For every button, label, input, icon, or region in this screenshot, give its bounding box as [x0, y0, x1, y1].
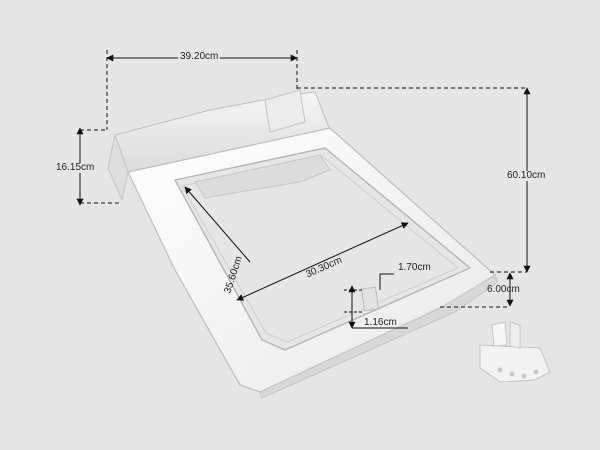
frame-body: [127, 127, 499, 399]
dimension-label-right-depth: 60.10cm: [507, 170, 546, 181]
back-panel: [107, 89, 331, 202]
dimension-label-left-height: 16.15cm: [56, 162, 95, 173]
dimension-label-slot-height: 1.16cm: [364, 317, 397, 328]
small-plastic-part: [479, 321, 551, 383]
dimension-label-top-width: 39.20cm: [178, 51, 221, 62]
dimension-label-slot-width: 1.70cm: [398, 262, 431, 273]
dimension-label-front-height: 6.00cm: [487, 284, 520, 295]
